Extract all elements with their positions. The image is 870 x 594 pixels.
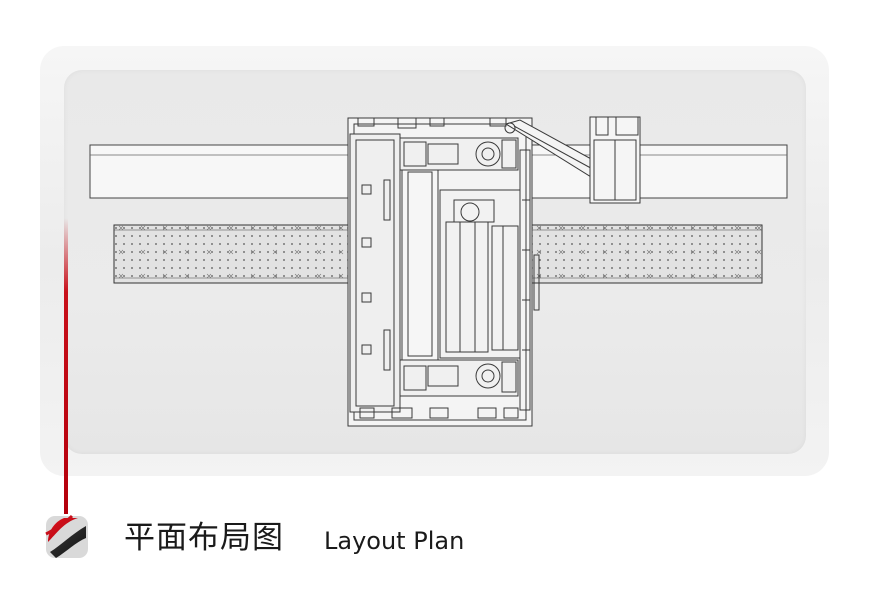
brand-logo-icon [45,514,88,558]
control-cabinet [589,116,641,204]
left-rail [89,144,353,199]
caption-title-en: Layout Plan [324,527,465,555]
accent-red-line [64,218,68,514]
caption-title-cn: 平面布局图 [124,520,284,556]
machine-body [347,117,540,427]
